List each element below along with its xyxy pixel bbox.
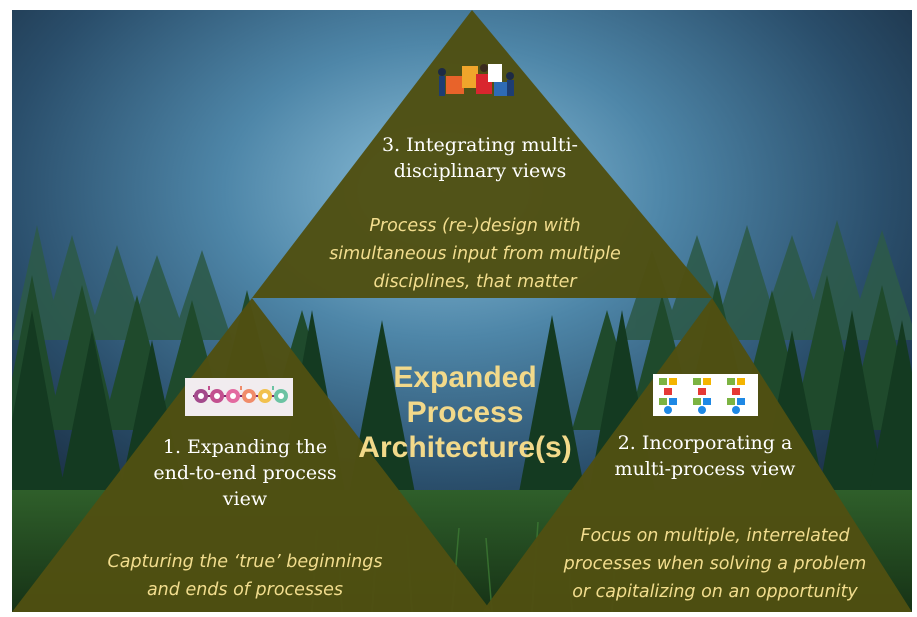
triangle-top — [252, 10, 712, 298]
triangle-right — [482, 298, 912, 612]
puzzle-team-icon — [432, 60, 520, 108]
process-flow-icon — [185, 378, 293, 416]
multi-process-icon — [653, 374, 758, 416]
center-title-line: Architecture(s) — [358, 431, 572, 464]
node-2-heading: 2. Incorporating a multi-process view — [614, 432, 796, 480]
center-title-line: Expanded — [393, 361, 537, 394]
center-title-line: Process — [406, 396, 524, 429]
center-title: Expanded Process Architecture(s) — [335, 360, 595, 465]
node-1-heading: 1. Expanding the end-to-end process view — [153, 436, 337, 510]
node-2-body: Focus on multiple, interrelated processe… — [563, 526, 867, 602]
node-1-body: Capturing the ‘true’ beginnings and ends… — [107, 552, 383, 600]
node-3-heading: 3. Integrating multi- disciplinary views — [382, 134, 578, 182]
triangle-left — [12, 298, 492, 612]
node-3-body: Process (re-)design with simultaneous in… — [329, 216, 621, 292]
